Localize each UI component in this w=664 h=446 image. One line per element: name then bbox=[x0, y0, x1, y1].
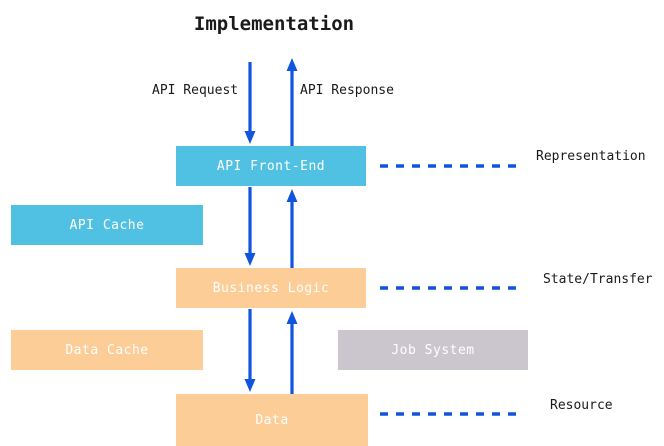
flow-arrow bbox=[286, 58, 298, 146]
flow-label-api-response: API Response bbox=[300, 83, 394, 98]
node-business-logic[interactable]: Business Logic bbox=[176, 268, 366, 308]
node-api-cache[interactable]: API Cache bbox=[11, 205, 203, 245]
flow-arrow bbox=[286, 311, 298, 394]
node-data-cache[interactable]: Data Cache bbox=[11, 330, 203, 370]
flow-arrow bbox=[244, 187, 256, 266]
flow-arrow bbox=[286, 189, 298, 268]
node-label: Job System bbox=[391, 342, 475, 358]
node-job-system[interactable]: Job System bbox=[338, 330, 528, 370]
flow-label-api-request: API Request bbox=[152, 83, 239, 98]
side-label-resource: Resource bbox=[550, 398, 613, 413]
node-label: API Cache bbox=[69, 217, 145, 233]
side-label-state-transfer: State/Transfer bbox=[543, 272, 653, 287]
page-title: Implementation bbox=[193, 13, 355, 35]
flow-arrow bbox=[244, 62, 256, 144]
node-api-front-end[interactable]: API Front-End bbox=[176, 146, 366, 186]
node-label: API Front-End bbox=[216, 158, 326, 174]
node-label: Data bbox=[255, 412, 289, 428]
flow-arrow bbox=[244, 309, 256, 392]
node-label: Data Cache bbox=[65, 342, 149, 358]
node-data[interactable]: Data bbox=[176, 394, 368, 446]
side-label-representation: Representation bbox=[536, 149, 646, 164]
node-label: Business Logic bbox=[212, 280, 330, 296]
